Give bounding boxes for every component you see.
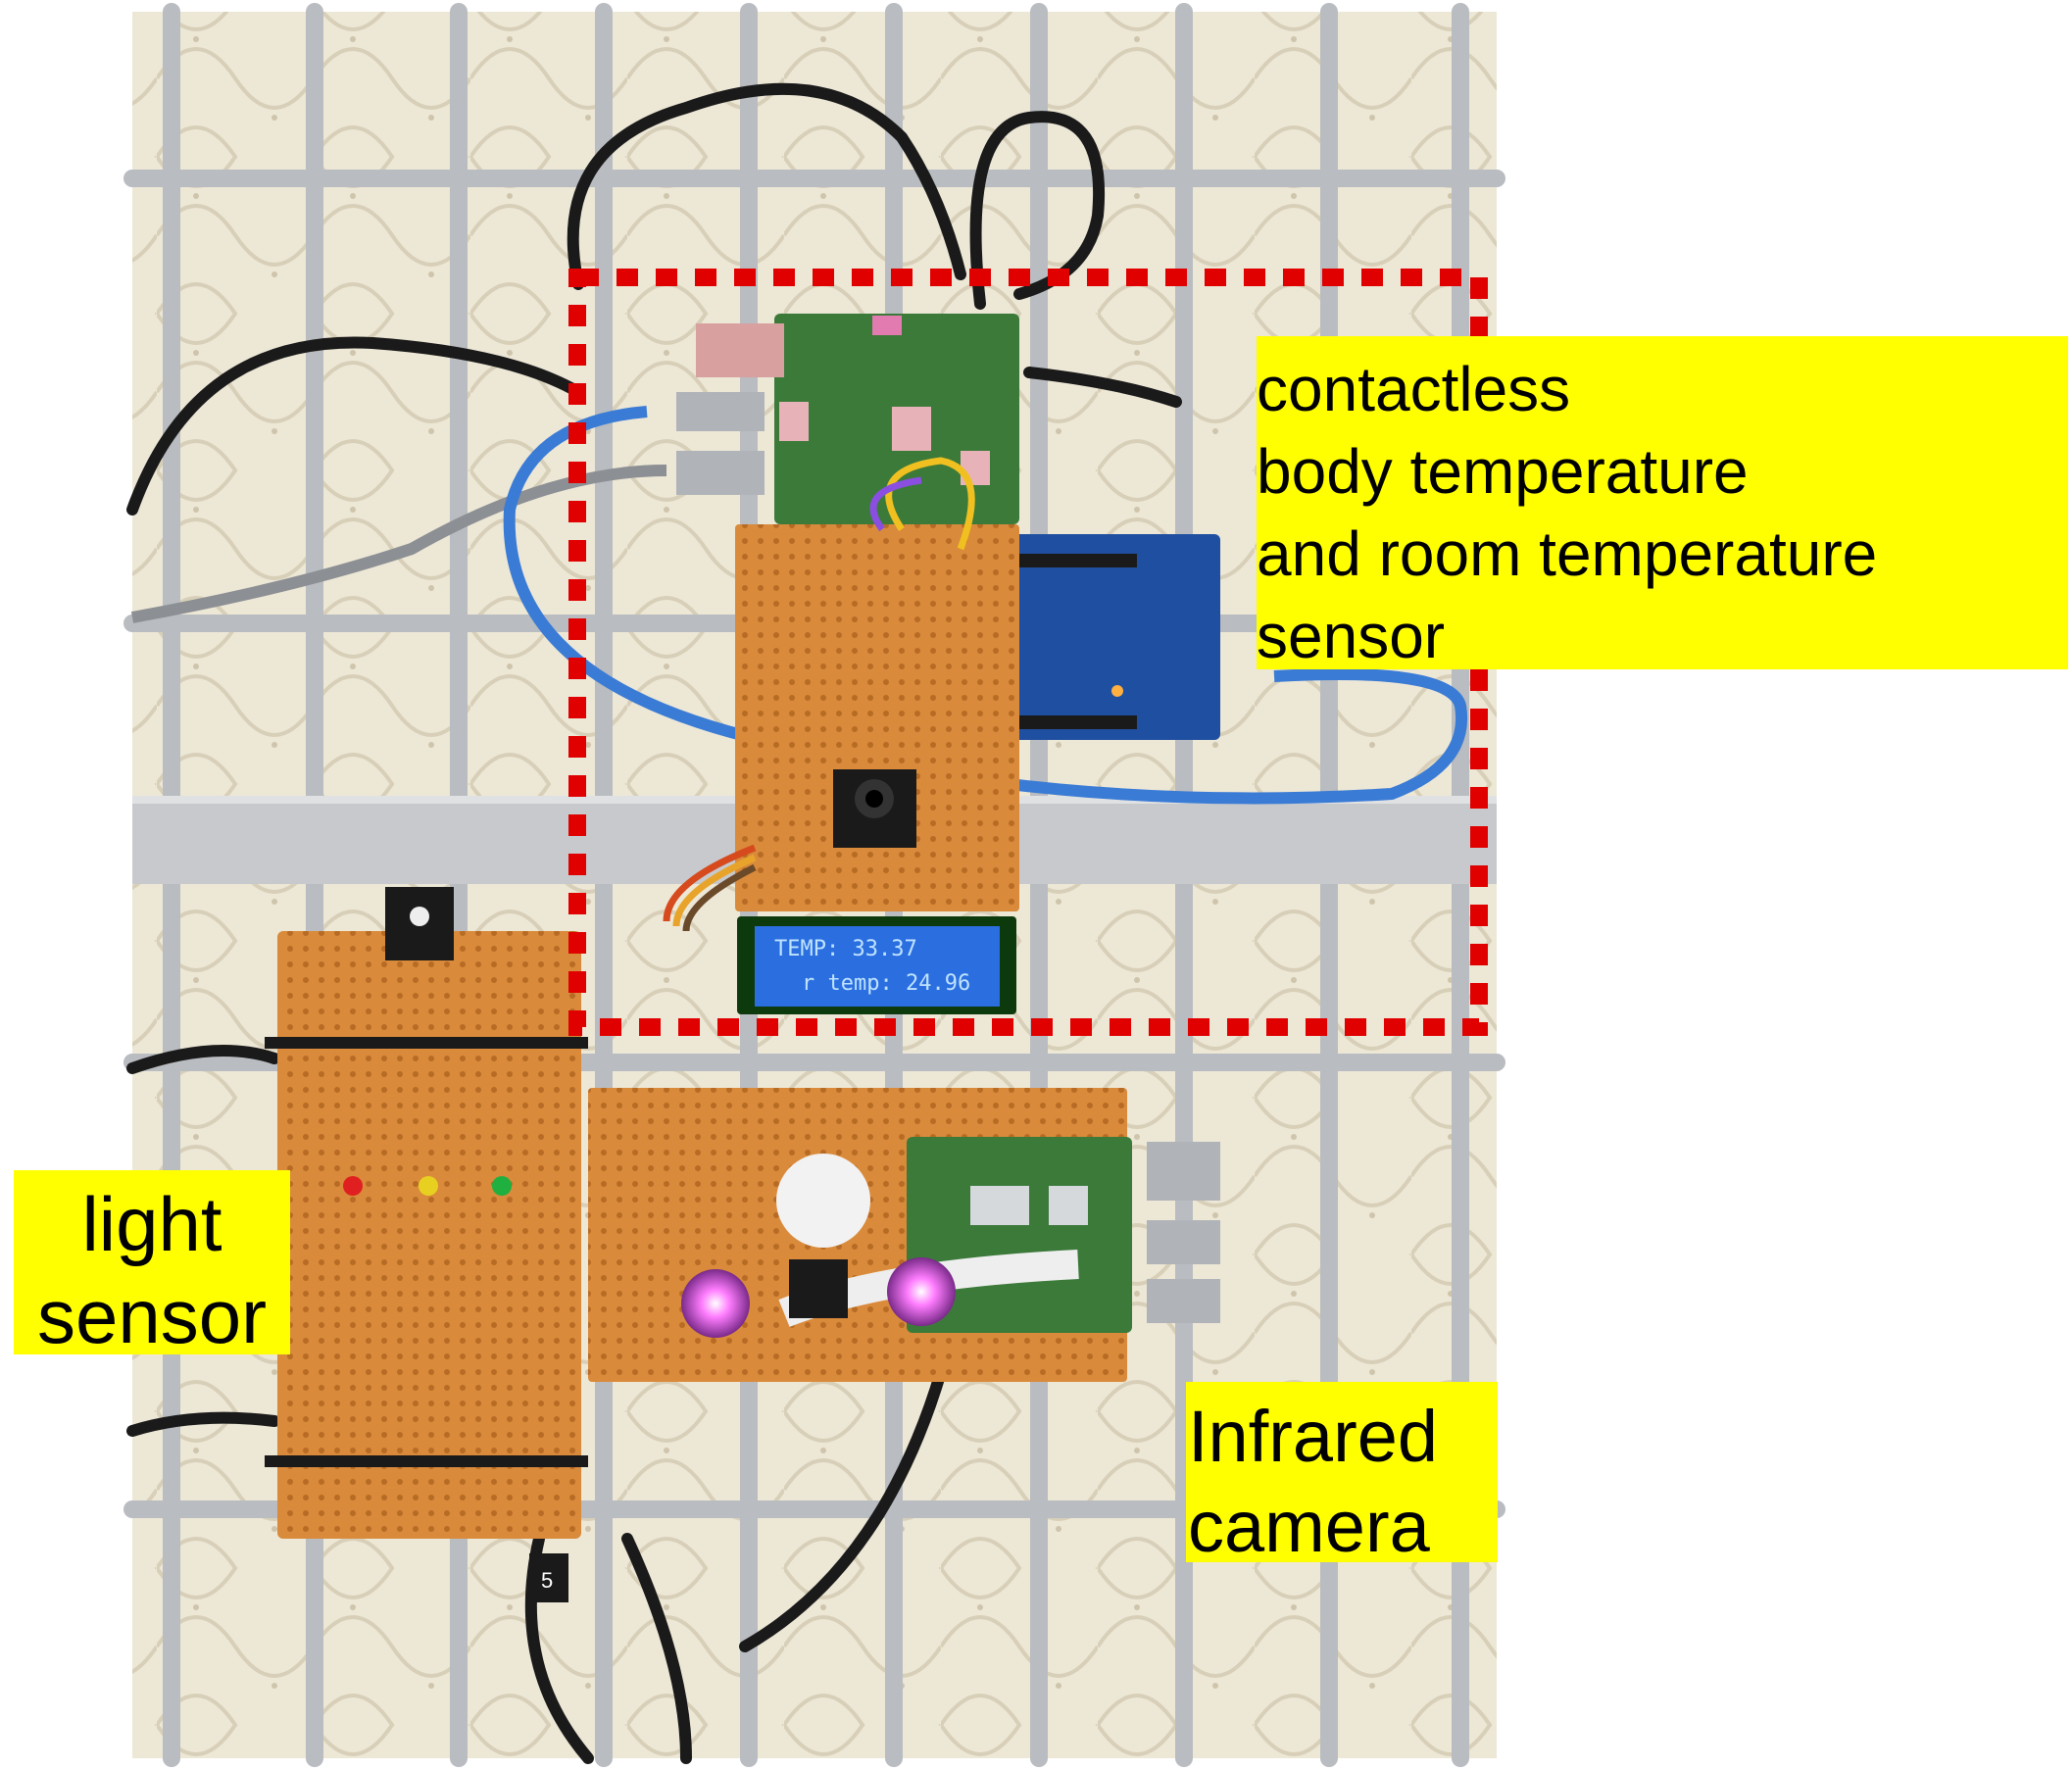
cable-tag: 5 [541,1568,553,1593]
callout-line: Infrared [1188,1396,1439,1477]
indicator-leds [343,1176,512,1196]
callout-line: sensor [1257,601,1446,671]
callout-light-sensor: light sensor [14,1170,290,1359]
arduino-board [965,534,1220,740]
highlight-dashed-box [568,269,1488,1036]
lcd-display: TEMP: 33.37 r temp: 24.96 [737,916,1016,1014]
pir-sensor [776,1154,870,1248]
lcd-line-2: r temp: 24.96 [802,971,970,996]
callout-line: camera [1188,1486,1430,1567]
ribbon-wires [663,457,975,932]
callout-line: contactless [1257,354,1571,424]
callout-infrared-camera: Infrared camera [1186,1382,1498,1567]
pcb-light-sensor [277,931,581,1539]
callout-line: body temperature [1257,436,1749,507]
callout-line: sensor [36,1273,268,1359]
thermal-sensor-module [833,769,916,848]
callout-line: and room temperature [1257,518,1878,589]
gray-usb-cable [130,465,667,623]
callout-contactless-temperature-sensor: contactless body temperature and room te… [1257,336,2068,671]
callout-line: light [81,1181,222,1267]
infrared-camera [681,1257,956,1338]
raspberry-pi-bottom [907,1137,1220,1333]
lcd-line-1: TEMP: 33.37 [774,937,917,961]
